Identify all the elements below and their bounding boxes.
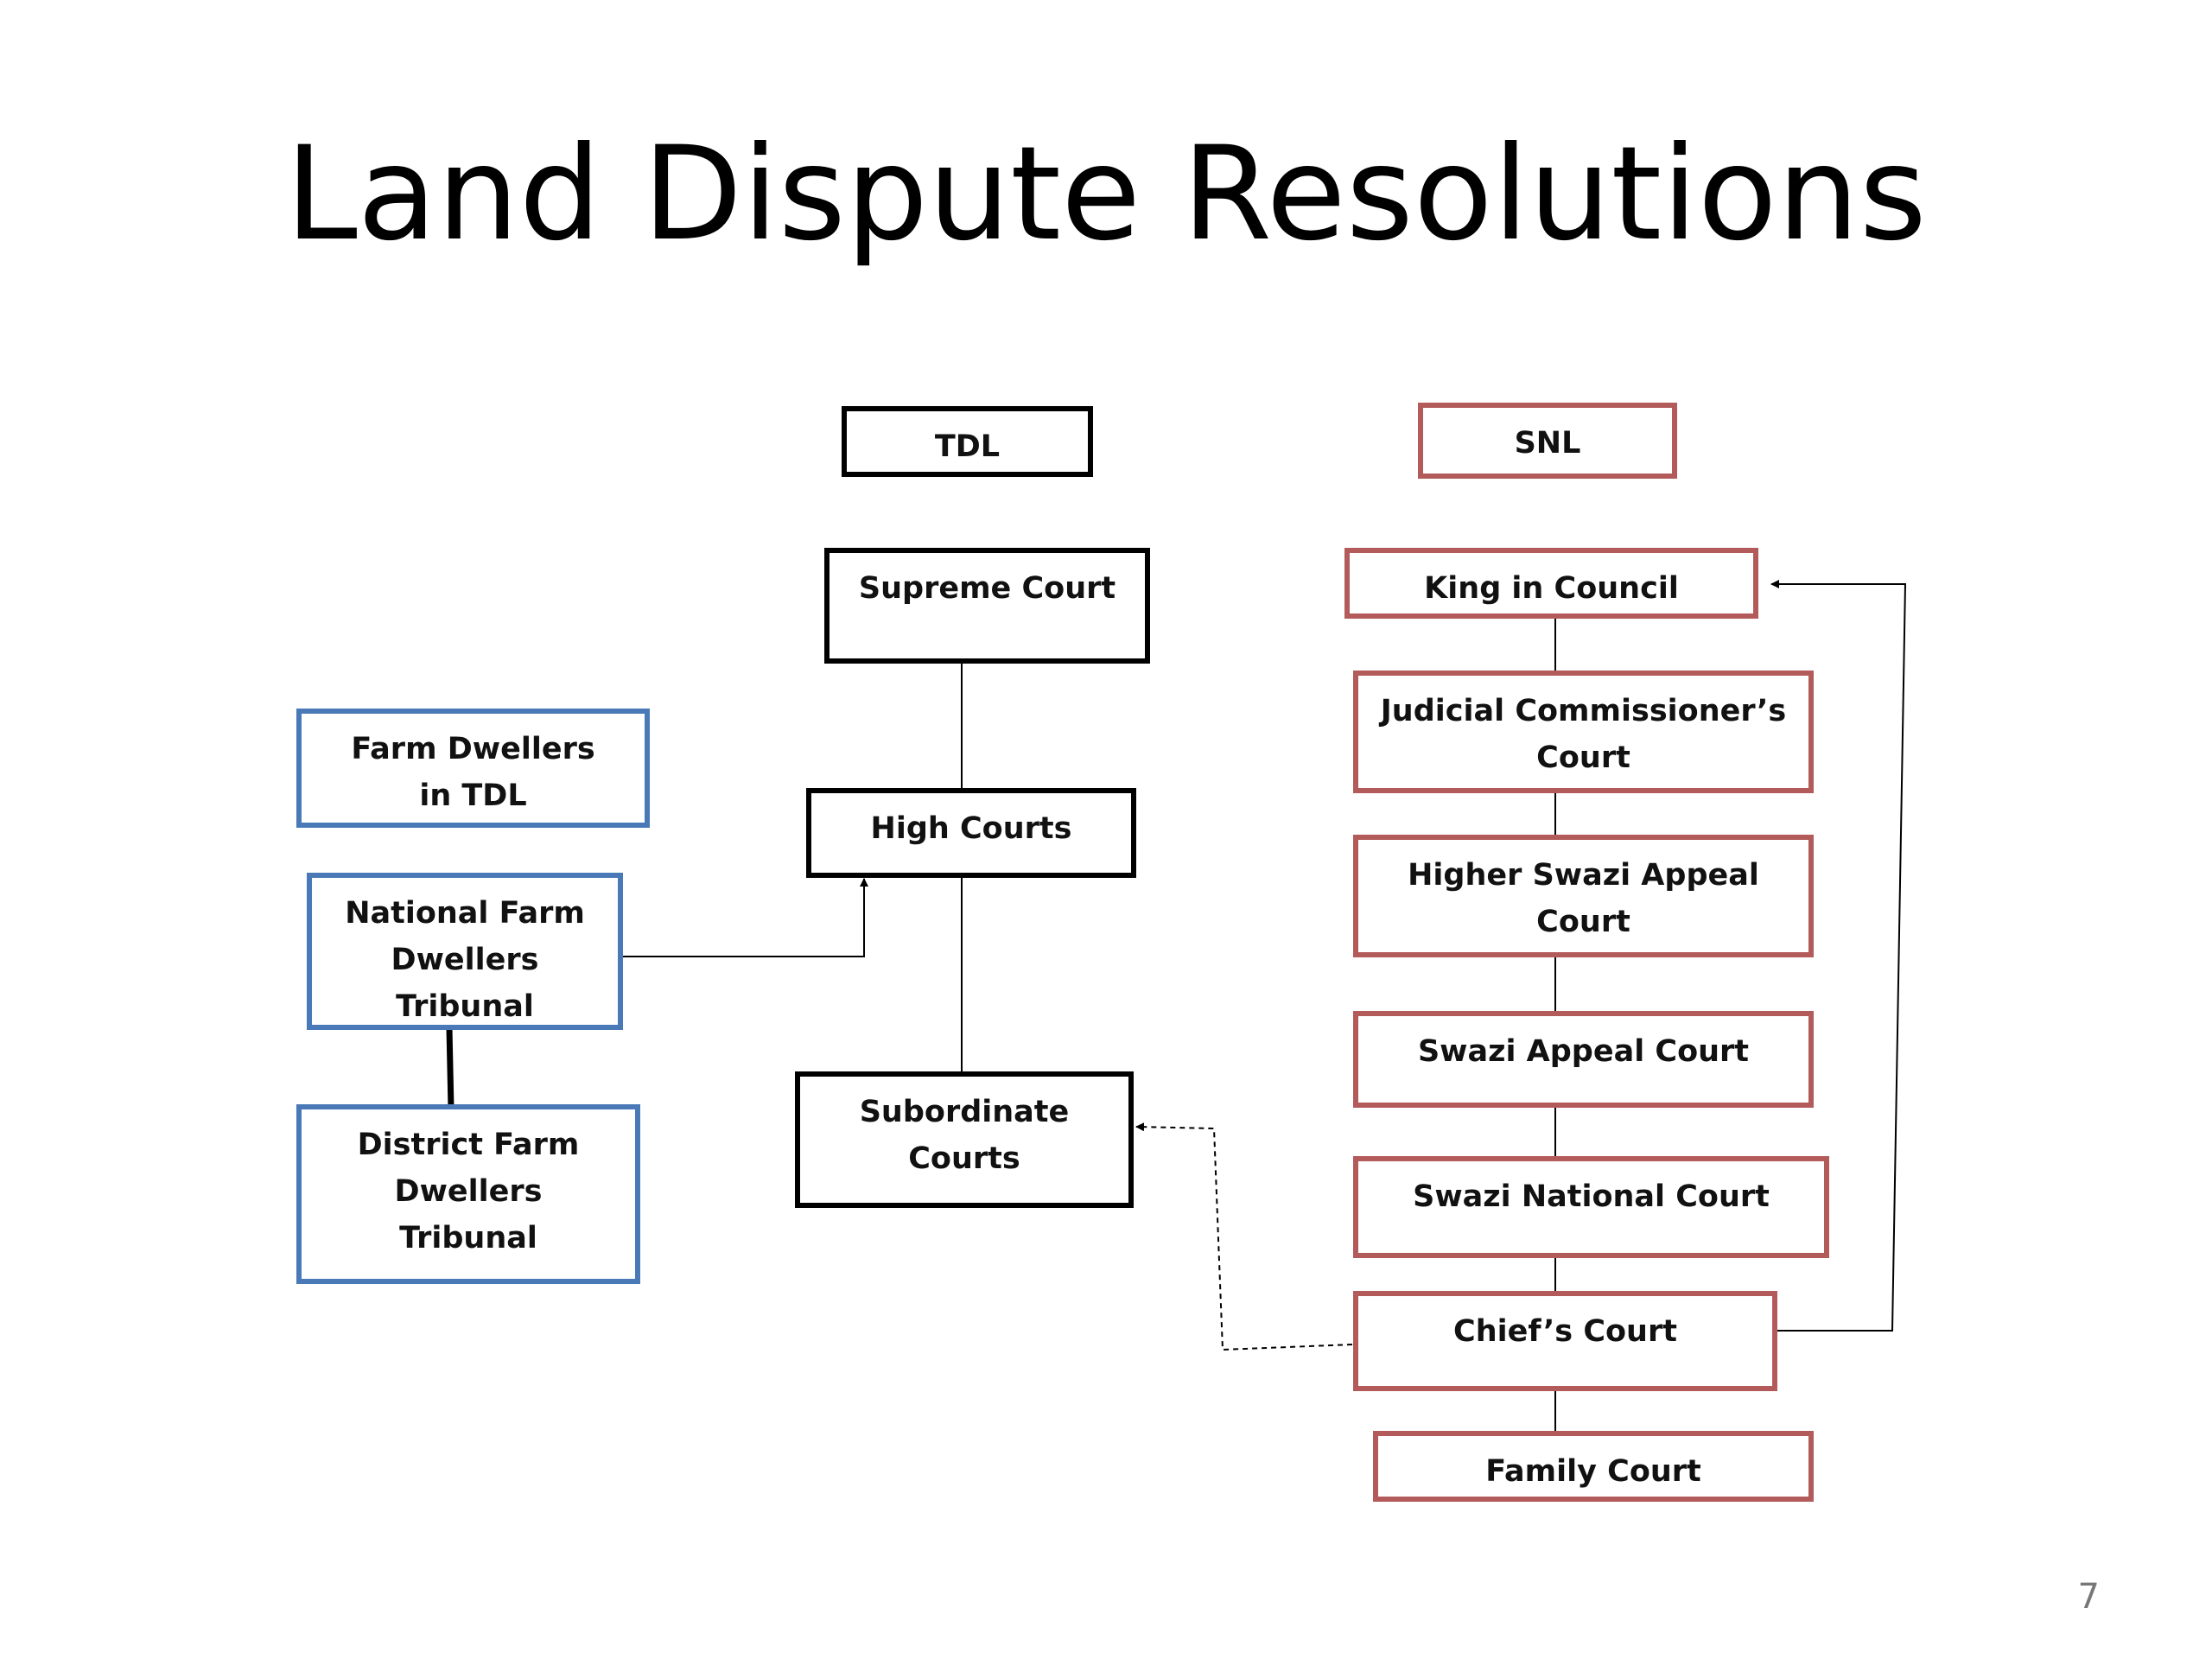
family-court-box: Family Court <box>1373 1431 1814 1502</box>
king-in-council-box: King in Council <box>1344 548 1758 619</box>
supreme-court-label: Supreme Court <box>858 571 1116 606</box>
farm-dwellers-in-tdl-label: Farm Dwellers in TDL <box>351 732 595 813</box>
high-courts-label: High Courts <box>870 811 1072 846</box>
subordinate-courts-label: Subordinate Courts <box>859 1095 1070 1176</box>
slide-title: Land Dispute Resolutions <box>285 119 1927 270</box>
chiefs-court-box: Chief’s Court <box>1353 1291 1777 1391</box>
king-in-council-label: King in Council <box>1424 571 1679 606</box>
connector-national-to-high <box>620 878 868 957</box>
national-farm-dwellers-tribunal-label: National Farm Dwellers Tribunal <box>345 896 585 1024</box>
judicial-commissioners-court-label: Judicial Commissioner’s Court <box>1380 694 1787 775</box>
page-number: 7 <box>2077 1577 2100 1617</box>
judicial-commissioners-court-box: Judicial Commissioner’s Court <box>1353 671 1814 793</box>
higher-swazi-appeal-court-box: Higher Swazi Appeal Court <box>1353 835 1814 957</box>
district-farm-dwellers-tribunal-box: District Farm Dwellers Tribunal <box>296 1104 640 1284</box>
connector-chiefs-to-king <box>1770 580 1907 1332</box>
chiefs-court-label: Chief’s Court <box>1453 1314 1677 1349</box>
tdl-header-box: TDL <box>842 406 1093 477</box>
farm-dwellers-in-tdl-box: Farm Dwellers in TDL <box>296 709 650 828</box>
swazi-appeal-court-box: Swazi Appeal Court <box>1353 1011 1814 1108</box>
family-court-label: Family Court <box>1485 1454 1701 1489</box>
supreme-court-box: Supreme Court <box>824 548 1150 664</box>
higher-swazi-appeal-court-label: Higher Swazi Appeal Court <box>1408 858 1759 939</box>
connector-national-district <box>446 1027 454 1109</box>
swazi-national-court-label: Swazi National Court <box>1413 1179 1770 1214</box>
high-courts-box: High Courts <box>806 788 1136 878</box>
subordinate-courts-box: Subordinate Courts <box>795 1071 1134 1208</box>
snl-header-label: SNL <box>1514 426 1581 461</box>
snl-header-box: SNL <box>1418 403 1677 479</box>
swazi-national-court-box: Swazi National Court <box>1353 1156 1829 1258</box>
connector-chiefs-to-subordinate <box>1135 1122 1353 1351</box>
tdl-header-label: TDL <box>934 429 1001 464</box>
district-farm-dwellers-tribunal-label: District Farm Dwellers Tribunal <box>357 1128 580 1255</box>
swazi-appeal-court-label: Swazi Appeal Court <box>1417 1034 1750 1069</box>
national-farm-dwellers-tribunal-box: National Farm Dwellers Tribunal <box>307 873 623 1030</box>
